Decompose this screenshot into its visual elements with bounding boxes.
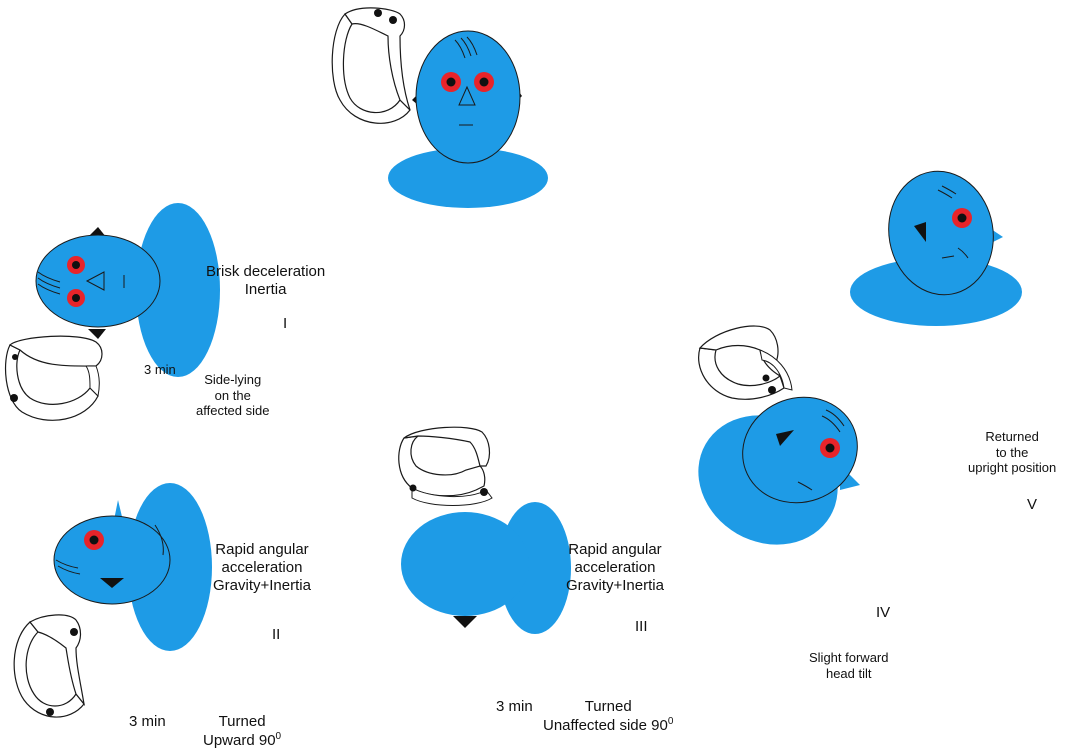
stage-3-line-1: Rapid angular	[568, 541, 662, 558]
semicircular-canal-1	[4, 335, 103, 421]
semicircular-canal-top	[331, 7, 411, 124]
stage-4-tilt-2: head tilt	[825, 665, 872, 681]
head	[888, 170, 994, 296]
head-upright-front	[331, 7, 548, 208]
head-stage-5	[850, 170, 1022, 326]
stage-3-turn-2: Unaffected side 900	[543, 716, 673, 735]
head	[742, 396, 858, 504]
stage-5-numeral: V	[1027, 496, 1038, 513]
stage-1-line-1: Brisk deceleration	[206, 263, 326, 280]
head	[401, 512, 529, 616]
stage-2-degree: 0	[275, 731, 282, 742]
stage-1-numeral: I	[283, 315, 288, 332]
semicircular-canal-4	[698, 325, 793, 400]
stage-1-pos-2: on the	[214, 387, 251, 403]
stage-5-line-1: Returned	[985, 429, 1039, 444]
shoulders	[136, 203, 220, 377]
head-stage-1	[4, 203, 220, 421]
stage-1-pos-1: Side-lying	[204, 372, 262, 387]
stage-3-line-3: Gravity+Inertia	[566, 577, 664, 594]
head	[53, 515, 171, 605]
stage-2-turn-2-text: Upward 90	[203, 732, 276, 749]
shoulders	[388, 148, 548, 208]
stage-2-line-2: acceleration	[221, 559, 303, 576]
semicircular-canal-3	[398, 426, 493, 506]
stage-3-time: 3 min	[496, 698, 533, 715]
stage-2-numeral: II	[272, 626, 281, 643]
stage-1-action: Brisk deceleration Inertia	[206, 263, 325, 299]
stage-1-pos-3: affected side	[196, 403, 270, 419]
stage-1-line-2: Inertia	[244, 281, 287, 298]
stage-2-line-1: Rapid angular	[215, 541, 309, 558]
head	[415, 30, 521, 164]
stage-3-degree: 0	[667, 716, 674, 727]
shoulders	[128, 483, 212, 651]
stage-2-line-3: Gravity+Inertia	[213, 577, 311, 594]
stage-4-tilt-1: Slight forward	[809, 650, 889, 665]
semicircular-canal-2	[13, 614, 85, 718]
stage-2-turn-1: Turned	[218, 713, 266, 730]
nose	[458, 85, 476, 106]
stage-1-position: Side-lying on the affected side	[196, 372, 269, 419]
stage-3-line-2: acceleration	[574, 559, 656, 576]
head-stage-3	[398, 426, 571, 634]
head	[35, 234, 161, 328]
stage-2-time: 3 min	[129, 713, 166, 730]
head-stage-4	[698, 325, 860, 545]
stage-2-turn-2: Upward 900	[203, 731, 281, 750]
stage-4-numeral: IV	[876, 604, 891, 621]
stage-1-time: 3 min	[144, 362, 176, 377]
stage-2-turn: Turned Upward 900	[203, 713, 281, 750]
stage-3-numeral: III	[635, 618, 648, 635]
stage-3-turn-1: Turned	[584, 698, 632, 715]
stage-3-turn-2-text: Unaffected side 90	[543, 717, 668, 734]
stage-3-action: Rapid angular acceleration Gravity+Inert…	[566, 541, 664, 595]
stage-3-turn: Turned Unaffected side 900	[543, 698, 673, 735]
stage-2-action: Rapid angular acceleration Gravity+Inert…	[213, 541, 311, 595]
stage-5-line-3: upright position	[968, 460, 1057, 476]
stage-5-line-2: to the	[995, 444, 1029, 460]
head-stage-2	[13, 483, 212, 718]
stage-4-tilt: Slight forward head tilt	[809, 650, 888, 681]
stage-5-position: Returned to the upright position	[968, 429, 1056, 476]
